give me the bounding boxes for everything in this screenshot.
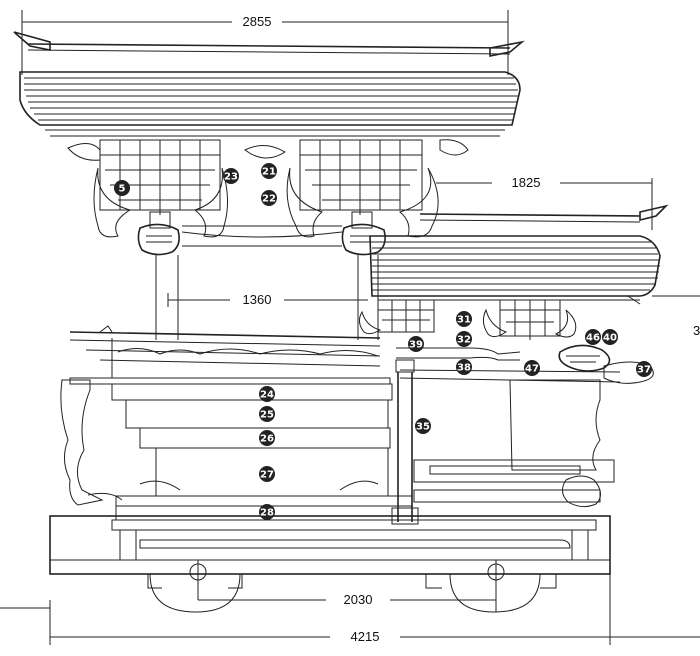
part-badge-circle [259, 430, 275, 446]
part-badge-25: 25 [259, 406, 275, 422]
dim-label-column-spacing: 1360 [243, 292, 272, 307]
part-badge-circle [636, 361, 652, 377]
dimension-top-width: 2855 [21, 10, 509, 75]
railing [69, 325, 391, 385]
dragon-ornament [558, 344, 654, 384]
part-badge-label: 21 [262, 167, 276, 178]
secondary-bracket-left [358, 299, 435, 335]
part-badge-26: 26 [259, 430, 275, 446]
part-badge-24: 24 [259, 386, 275, 402]
part-badge-37: 37 [636, 361, 652, 377]
part-badge-21: 21 [261, 163, 277, 179]
part-badge-circle [259, 504, 275, 520]
part-badge-27: 27 [259, 466, 275, 482]
part-badge-label: 25 [260, 410, 274, 421]
dimension-column-spacing: 1360 [167, 292, 368, 307]
secondary-roof-shingle-lines [372, 241, 660, 291]
part-badge-label: 27 [260, 470, 274, 481]
part-badge-5: 5 [114, 180, 130, 196]
part-badge-circle [408, 336, 424, 352]
bracket-set-right [244, 139, 469, 238]
part-badge-circle [261, 190, 277, 206]
part-badge-23: 23 [223, 168, 239, 184]
part-badge-label: 5 [119, 184, 126, 195]
dim-label-wheel-spacing: 2030 [344, 592, 373, 607]
part-badge-46: 46 [585, 329, 601, 345]
part-badge-label: 40 [603, 333, 617, 344]
part-badge-38: 38 [456, 359, 472, 375]
part-badge-circle [585, 329, 601, 345]
part-badge-28: 28 [259, 504, 275, 520]
part-badge-47: 47 [524, 360, 540, 376]
part-badge-circle [259, 386, 275, 402]
carved-head-left [137, 223, 180, 256]
dim-label-top-width: 2855 [243, 14, 272, 29]
part-badge-circle [602, 329, 618, 345]
part-badge-32: 32 [456, 331, 472, 347]
dimension-total-length: 4215 [0, 560, 700, 645]
part-badge-31: 31 [456, 311, 472, 327]
part-badge-35: 35 [415, 418, 431, 434]
part-badge-label: 37 [637, 365, 651, 376]
part-badge-circle [114, 180, 130, 196]
part-badge-label: 32 [457, 335, 471, 346]
part-badge-label: 23 [224, 172, 238, 183]
part-badge-label: 26 [260, 434, 274, 445]
left-cloud-panel [60, 379, 123, 506]
secondary-bracket-right [482, 299, 577, 340]
part-badge-label: 47 [525, 364, 539, 375]
secondary-rail [396, 347, 621, 383]
bracket-set-left [67, 139, 228, 238]
tie-beam [181, 225, 343, 247]
wheel-left [147, 560, 243, 613]
main-roof-shingle-lines [24, 77, 518, 121]
part-badge-label: 35 [416, 422, 430, 433]
central-post [391, 359, 419, 525]
part-badge-circle [261, 163, 277, 179]
dim-label-total-length: 4215 [351, 629, 380, 644]
part-badge-40: 40 [602, 329, 618, 345]
wheel-right [425, 560, 557, 613]
part-badge-label: 46 [586, 333, 600, 344]
part-badge-circle [524, 360, 540, 376]
part-badge-circle [456, 311, 472, 327]
central-body [111, 383, 413, 521]
part-badge-circle [415, 418, 431, 434]
part-badge-label: 31 [457, 315, 471, 326]
part-badge-label: 28 [260, 508, 274, 519]
main-roof [13, 31, 525, 137]
secondary-roof [369, 204, 669, 305]
carved-head-right [341, 223, 386, 256]
part-badge-circle [223, 168, 239, 184]
dim-label-right-upper: 1825 [512, 175, 541, 190]
part-badge-circle [456, 331, 472, 347]
part-badge-circle [259, 406, 275, 422]
dimension-right-upper: 1825 [436, 175, 653, 230]
part-badge-circle [456, 359, 472, 375]
part-badge-label: 22 [262, 194, 276, 205]
part-badge-39: 39 [408, 336, 424, 352]
base-platform [49, 515, 611, 575]
part-badge-label: 38 [457, 363, 471, 374]
part-badge-label: 39 [409, 340, 423, 351]
column-left [155, 255, 179, 340]
dim-label-right-edge: 3 [693, 323, 700, 338]
right-cloud-panel [509, 379, 601, 471]
right-lower-beams [413, 459, 615, 508]
part-badge-22: 22 [261, 190, 277, 206]
dimension-wheel-spacing: 2030 [198, 592, 496, 607]
part-badge-circle [259, 466, 275, 482]
part-badge-label: 24 [260, 390, 274, 401]
